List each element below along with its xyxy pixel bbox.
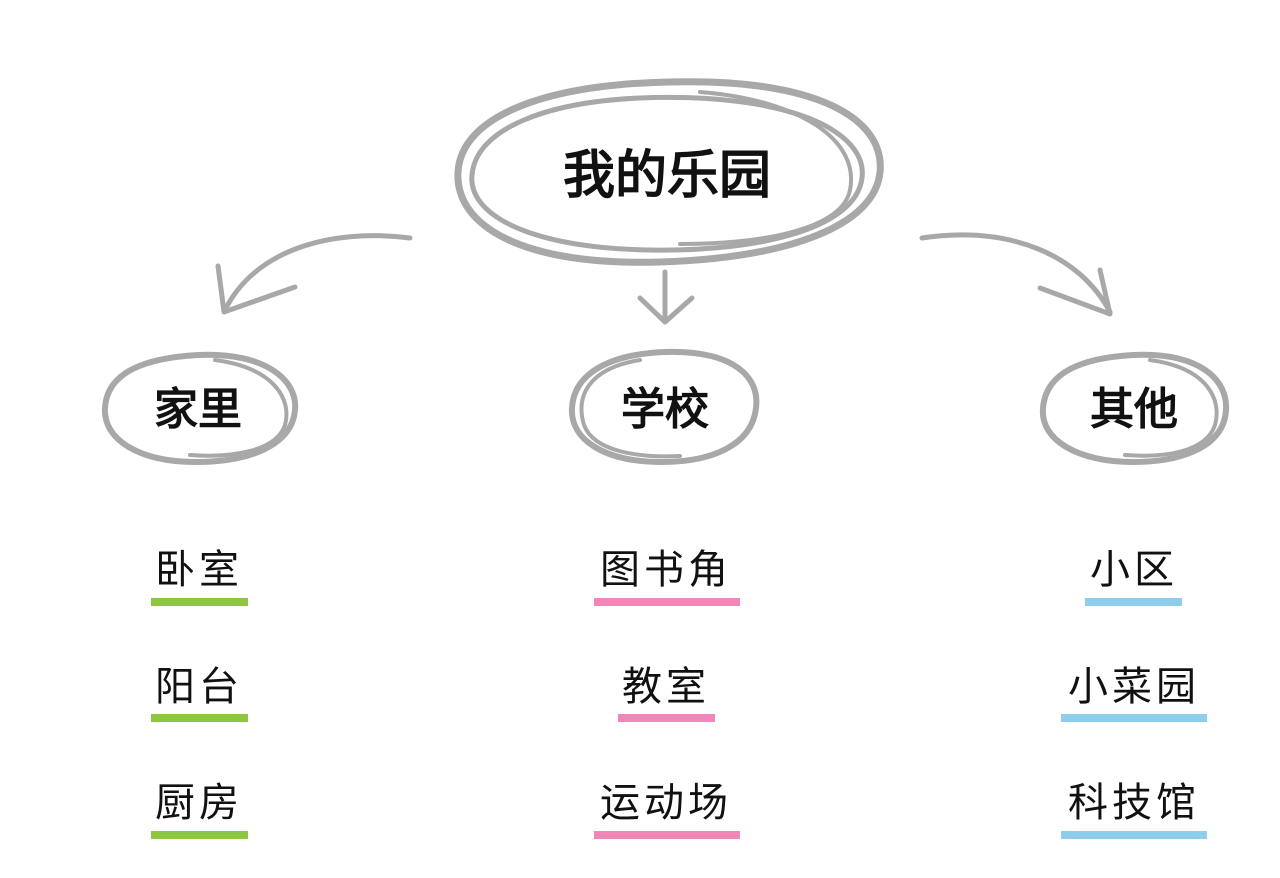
branch-home: 家里	[101, 351, 299, 466]
leaf-community: 小区	[1090, 547, 1178, 593]
leaf-community-underline	[1085, 598, 1182, 606]
leaf-classroom-underline	[618, 714, 715, 722]
leaf-book-corner: 图书角	[600, 547, 732, 593]
leaf-balcony: 阳台	[155, 664, 243, 710]
leaf-vegetable-garden-underline	[1061, 714, 1207, 722]
branch-school: 学校	[568, 348, 760, 466]
leaf-classroom: 教室	[622, 664, 710, 710]
leaf-playground-underline	[594, 831, 740, 839]
home-items: 卧室 阳台 厨房	[151, 547, 248, 839]
leaf-kitchen: 厨房	[155, 780, 243, 826]
leaf-balcony-underline	[151, 714, 248, 722]
leaf-book-corner-underline	[594, 598, 740, 606]
home-loop	[101, 351, 299, 466]
leaf-playground: 运动场	[600, 780, 732, 826]
root-node: 我的乐园	[454, 78, 884, 266]
branch-school-title: 学校	[621, 384, 709, 435]
other-loop	[1039, 351, 1230, 466]
leaf-bedroom-underline	[151, 598, 248, 606]
leaf-science-museum: 科技馆	[1068, 780, 1200, 826]
root-loop	[454, 78, 884, 266]
leaf-kitchen-underline	[151, 831, 248, 839]
branch-other: 其他	[1039, 351, 1230, 466]
leaf-bedroom: 卧室	[155, 547, 243, 593]
leaf-vegetable-garden: 小菜园	[1068, 664, 1200, 710]
branch-home-title: 家里	[154, 384, 242, 435]
arrow-to-home	[215, 233, 413, 315]
school-loop	[568, 348, 760, 466]
leaf-science-museum-underline	[1061, 831, 1207, 839]
arrow-to-other	[919, 232, 1113, 317]
root-title: 我的乐园	[563, 146, 771, 206]
school-items: 图书角 教室 运动场	[594, 547, 740, 839]
arrow-to-school	[637, 269, 695, 325]
branch-other-title: 其他	[1090, 384, 1178, 435]
other-items: 小区 小菜园 科技馆	[1061, 547, 1207, 839]
